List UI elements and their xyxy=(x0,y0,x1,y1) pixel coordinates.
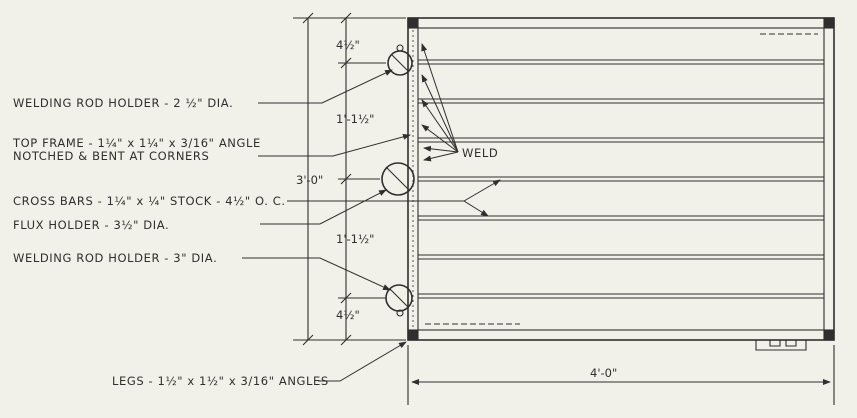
label-legs: LEGS - 1½" x 1½" x 3/16" ANGLES xyxy=(112,374,329,388)
cross-bars xyxy=(418,59,824,299)
label-top-frame-line1: TOP FRAME - 1¼" x 1¼" x 3/16" ANGLE xyxy=(12,136,261,150)
leg-bottom-right xyxy=(823,329,835,341)
overall-height-dimension xyxy=(293,12,406,346)
label-flux-holder: FLUX HOLDER - 3½" DIA. xyxy=(13,218,169,232)
label-welding-rod-holder-bottom: WELDING ROD HOLDER - 3" DIA. xyxy=(13,251,217,265)
leg-top-right xyxy=(823,17,835,29)
holder-spacing-dimensions xyxy=(338,12,386,346)
table-outer-frame xyxy=(407,17,835,341)
leg-top-left xyxy=(407,17,419,29)
overall-width-dimension xyxy=(407,345,835,405)
dim-total-width: 4'-0" xyxy=(590,366,617,380)
dim-bottom-offset: 4½" xyxy=(336,308,360,322)
table-inner-frame xyxy=(417,27,825,331)
leader-lines xyxy=(242,43,501,382)
flux-holder xyxy=(381,162,415,196)
label-top-frame-line2: NOTCHED & BENT AT CORNERS xyxy=(13,149,209,163)
label-welding-rod-holder-top: WELDING ROD HOLDER - 2 ½" DIA. xyxy=(13,96,233,110)
leg-bottom-left xyxy=(407,329,419,341)
dim-top-offset: 4½" xyxy=(336,38,360,52)
dim-upper-span: 1'-1½" xyxy=(336,112,374,126)
dim-lower-span: 1'-1½" xyxy=(336,232,374,246)
label-cross-bars: CROSS BARS - 1¼" x ¼" STOCK - 4½" O. C. xyxy=(13,194,286,208)
dim-total-height: 3'-0" xyxy=(296,173,323,187)
label-weld: WELD xyxy=(462,146,498,160)
